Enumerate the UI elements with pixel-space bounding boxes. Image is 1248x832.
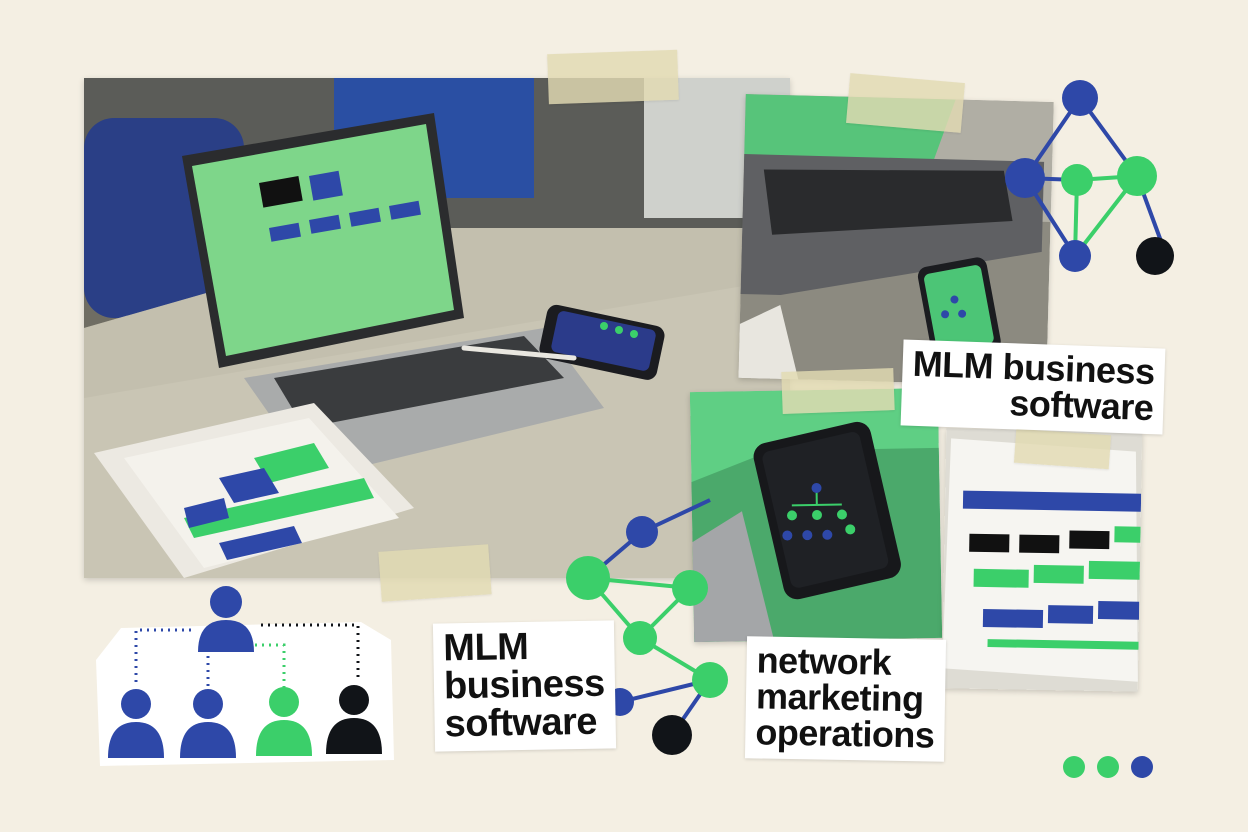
tape-strip [781, 368, 895, 414]
label-line: software [1008, 382, 1155, 429]
phone-tree-closeup-photo [689, 387, 943, 643]
tape-strip [1013, 428, 1112, 470]
dots-icon [1062, 754, 1158, 780]
laptop-phone-closeup-photo [738, 94, 1054, 386]
label-line: business [443, 662, 606, 708]
printed-report-photo [941, 428, 1143, 692]
label-line: operations [755, 711, 935, 756]
label-line: software [444, 700, 598, 746]
label-bottom-right: network marketing operations [744, 636, 947, 762]
desk-laptop-photo [84, 78, 790, 578]
tape-strip [547, 49, 679, 105]
network-nodes-icon [560, 480, 750, 760]
tape-strip [846, 73, 965, 133]
network-graph-icon [995, 70, 1180, 280]
label-top-right: MLM business software [900, 339, 1166, 435]
org-chart-people-icon [96, 580, 396, 770]
label-bottom-center: MLM business software [432, 620, 616, 752]
label-line: MLM [442, 625, 529, 670]
